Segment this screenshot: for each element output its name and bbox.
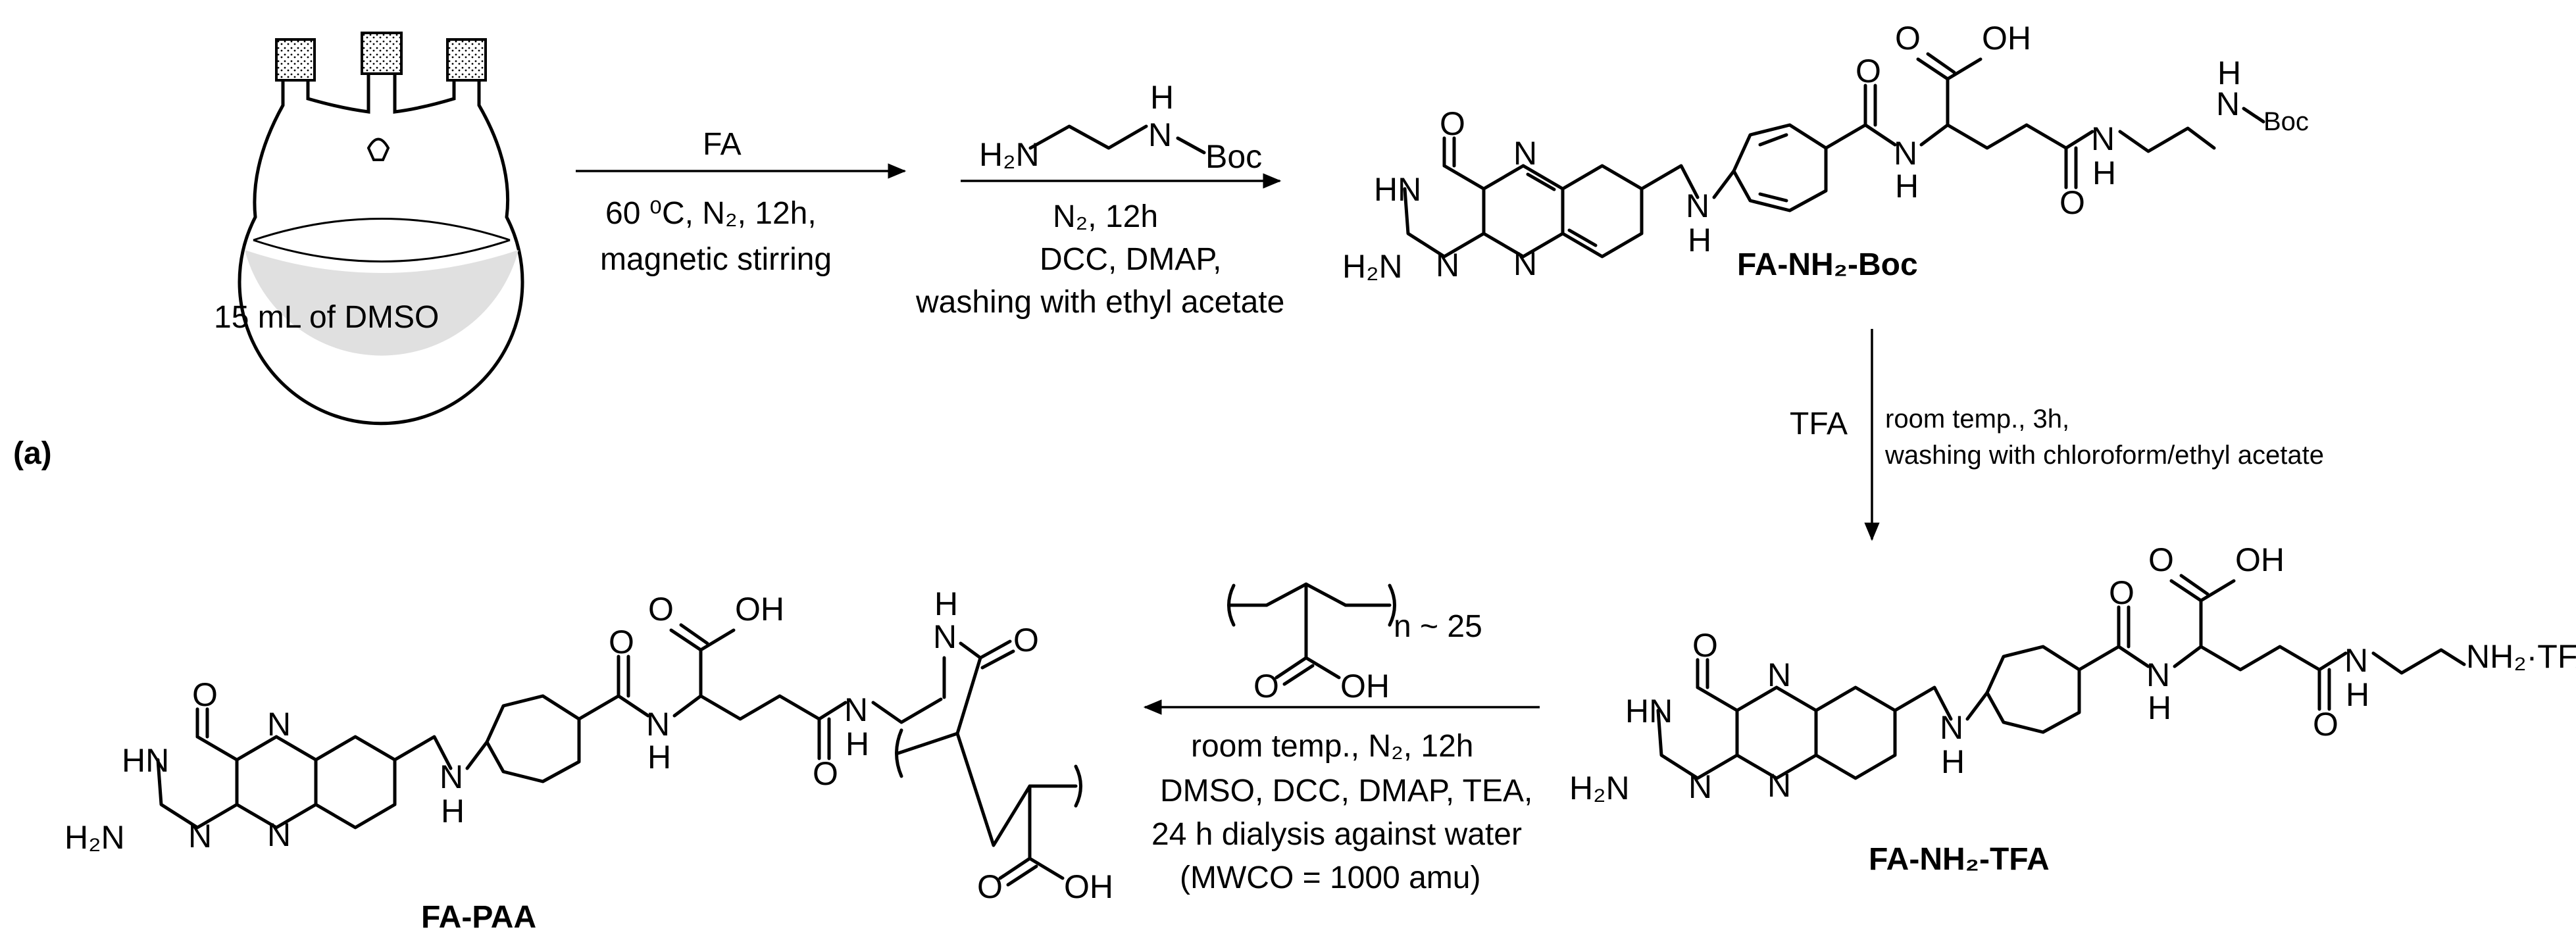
tfa-amine-salt: NH₂·TFA	[2466, 638, 2576, 675]
linker-n: N	[1686, 187, 1709, 224]
tfa-pteridine-hn: HN	[1625, 693, 1673, 730]
reagent-boc: Boc	[1205, 138, 1262, 175]
pteridine-n2: N	[1513, 135, 1537, 172]
fa-nh2-boc-structure: O HN N H₂N N N N H O N H O OH	[1342, 20, 2309, 285]
step4-arrow: O OH n ~ 25 room temp., N₂, 12h DMSO, DC…	[1143, 582, 1540, 895]
panel-label: (a)	[13, 436, 52, 471]
reagent-n: N	[1148, 116, 1172, 153]
compound-fa-paa-label: FA-PAA	[421, 900, 536, 935]
paa-gln-o: O	[813, 755, 838, 792]
step1-condition-line1: 60 ⁰C, N₂, 12h,	[605, 196, 817, 231]
paa-pteridine-n2: N	[267, 706, 291, 743]
tfa-acid-oh: OH	[2235, 541, 2285, 578]
step3-condition-line2: washing with chloroform/ethyl acetate	[1884, 441, 2324, 470]
pteridine-n: N	[1436, 247, 1459, 284]
tfa-linker-h: H	[1941, 743, 1965, 780]
tfa-pteridine-n2: N	[1767, 657, 1791, 693]
fa-paa-structure: O HN N H₂N N N N H O N H O OH O N H N H	[64, 585, 1113, 935]
paa-acid-oh: OH	[735, 591, 784, 628]
step3-reagent: TFA	[1790, 407, 1848, 441]
paa-gln-n: N	[844, 691, 868, 728]
boc-label: Boc	[2263, 107, 2309, 136]
tfa-amide-n: N	[2146, 657, 2170, 693]
paa-pteridine-h2n: H₂N	[64, 819, 125, 856]
paa-amide-n: N	[646, 706, 670, 743]
paa-pteridine-hn: HN	[122, 742, 169, 779]
step1-arrow: FA 60 ⁰C, N₂, 12h, magnetic stirring	[576, 127, 907, 277]
paa-linker-h: H	[441, 793, 465, 830]
step2-condition-line1: N₂, 12h	[1053, 199, 1158, 234]
tfa-gln-h: H	[2346, 676, 2369, 713]
step2-condition-line3: washing with ethyl acetate	[915, 285, 1284, 320]
step3-arrow: TFA room temp., 3h, washing with chlorof…	[1790, 329, 2324, 541]
pteridine-n3: N	[1513, 245, 1537, 282]
paa-link-o: O	[1013, 622, 1039, 658]
tfa-linker-n: N	[1940, 709, 1963, 746]
paa-reagent-o: O	[1253, 668, 1279, 705]
paa-acid-o: O	[648, 591, 674, 628]
paa-reagent-oh: OH	[1340, 668, 1390, 705]
reagent-h: H	[1150, 79, 1174, 116]
step1-condition-line2: magnetic stirring	[600, 242, 832, 277]
tfa-pteridine-h2n: H₂N	[1569, 770, 1630, 806]
paa-amide-h: H	[647, 739, 671, 776]
tfa-acid-o: O	[2148, 541, 2174, 578]
gln-h: H	[2092, 155, 2116, 191]
paa-pteridine-o: O	[192, 676, 218, 713]
step4-condition-line2: DMSO, DCC, DMAP, TEA,	[1160, 774, 1532, 808]
paa-chain-oh: OH	[1064, 868, 1113, 905]
paa-link-h: H	[934, 585, 958, 622]
boc-h: H	[2217, 55, 2241, 91]
gln-o: O	[2059, 184, 2085, 221]
tfa-amide-h: H	[2148, 689, 2171, 726]
step1-reagent: FA	[703, 127, 742, 162]
tfa-gln-n: N	[2344, 642, 2368, 679]
pteridine-o: O	[1440, 105, 1465, 142]
step4-condition-line3: 24 h dialysis against water	[1151, 817, 1522, 852]
pteridine-hn: HN	[1374, 171, 1421, 208]
paa-chain-o: O	[977, 868, 1003, 905]
paa-pteridine-n: N	[188, 818, 212, 855]
paa-linker-n: N	[440, 758, 463, 795]
compound-fa-nh2-tfa-label: FA-NH₂-TFA	[1869, 842, 2050, 877]
tfa-pteridine-n: N	[1688, 768, 1712, 805]
paa-link-n: N	[933, 618, 957, 655]
step3-condition-line1: room temp., 3h,	[1885, 405, 2069, 434]
linker-h: H	[1688, 222, 1711, 259]
amide-h: H	[1895, 168, 1919, 205]
tfa-pteridine-n3: N	[1767, 767, 1791, 804]
paa-amide-o: O	[609, 624, 634, 660]
acid-oh: OH	[1982, 20, 2031, 57]
step2-arrow: H₂N N H Boc N₂, 12h DCC, DMAP, washing w…	[915, 79, 1284, 320]
flask-caption: 15 mL of DMSO	[214, 300, 439, 335]
tfa-amide-o: O	[2109, 574, 2134, 611]
three-neck-flask: 15 mL of DMSO	[214, 32, 524, 426]
pteridine-h2n: H₂N	[1342, 248, 1403, 285]
paa-repeat-n: n ~ 25	[1394, 609, 1482, 644]
reagent-h2n: H₂N	[979, 136, 1040, 173]
step4-condition-line4: (MWCO = 1000 amu)	[1180, 860, 1480, 895]
tfa-gln-o: O	[2313, 706, 2338, 743]
fa-nh2-tfa-structure: O HN N H₂N N N N H O N H O OH O N H NH₂·…	[1569, 541, 2576, 877]
boc-n: N	[2216, 86, 2240, 122]
compound-fa-nh2-boc-label: FA-NH₂-Boc	[1737, 247, 1918, 282]
acid-o: O	[1895, 20, 1921, 57]
paa-pteridine-n3: N	[267, 816, 291, 853]
amide-n: N	[1894, 135, 1917, 172]
paa-gln-h: H	[846, 726, 869, 762]
step4-condition-line1: room temp., N₂, 12h	[1191, 729, 1473, 764]
gln-n: N	[2091, 120, 2115, 157]
step2-condition-line2: DCC, DMAP,	[1040, 242, 1222, 277]
tfa-pteridine-o: O	[1692, 627, 1718, 664]
amide-o: O	[1856, 53, 1881, 89]
